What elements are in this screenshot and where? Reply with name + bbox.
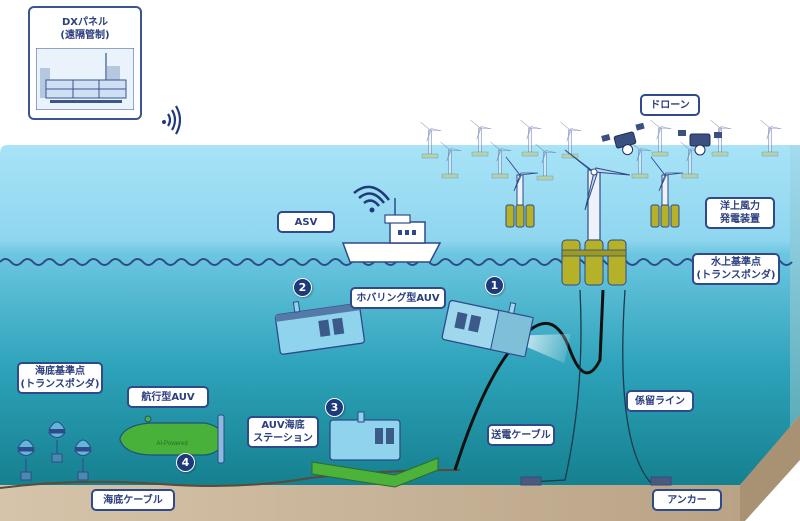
asv-ship: [341, 198, 442, 263]
seabed-side: [740, 415, 800, 521]
background-turbines: [420, 119, 782, 181]
background-turbine: [440, 141, 462, 179]
label-hovering-auv: ホバリング型AUV: [350, 287, 446, 309]
seabed-transponders: [16, 421, 93, 481]
dx-panel-title: DXパネル (遠隔管制): [30, 16, 140, 42]
label-anchor: アンカー: [652, 489, 722, 511]
floating-wind-turbine: [505, 156, 539, 228]
anchor-block: [650, 476, 672, 486]
drone: [678, 130, 722, 156]
anchor-block: [520, 476, 542, 486]
seabed: [0, 485, 740, 521]
seabed-transponder: [73, 439, 93, 481]
background-turbine: [630, 141, 652, 179]
label-seabed-reference: 海底基準点(トランスポンダ): [17, 362, 103, 394]
power-cable: [453, 289, 605, 471]
dx-wifi-icon: [162, 105, 182, 135]
label-power-cable: 送電ケーブル: [487, 424, 555, 446]
hovering-auv-2: [274, 301, 366, 355]
cruising-auv: AI-Powered: [119, 414, 225, 464]
dx-panel-title-line1: DXパネル: [61, 17, 108, 28]
label-asv: ASV: [277, 211, 335, 233]
label-auv-station: AUV海底ステーション: [247, 416, 319, 448]
seabed-transponder: [47, 421, 67, 463]
seabed-cable: [0, 469, 461, 489]
dx-panel-title-line2: (遠隔管制): [60, 30, 110, 41]
label-mooring-line: 係留ライン: [626, 390, 694, 412]
background-turbine: [650, 119, 672, 157]
background-turbine: [470, 119, 492, 157]
background-turbine: [490, 141, 512, 179]
background-turbine: [760, 119, 782, 157]
dx-panel: DXパネル (遠隔管制): [28, 6, 142, 120]
label-seabed-cable: 海底ケーブル: [91, 489, 175, 511]
monitor-wall-icon: [36, 48, 134, 110]
floating-wind-turbine: [650, 156, 684, 228]
drone: [601, 122, 645, 156]
background-turbine: [420, 121, 442, 159]
ai-powered-text: AI-Powered: [156, 441, 187, 447]
label-offshore-wind: 洋上風力発電装置: [705, 197, 775, 229]
label-cruising-auv: 航行型AUV: [127, 386, 209, 408]
marker-3: 3: [325, 398, 344, 417]
auv-seabed-station: [311, 411, 439, 488]
seabed-transponder: [16, 439, 36, 481]
marker-1: 1: [485, 276, 504, 295]
mid-turbines: [505, 156, 684, 228]
background-turbine: [535, 143, 557, 181]
water-side: [740, 145, 800, 485]
marker-4: 4: [176, 453, 195, 472]
marker-2: 2: [293, 278, 312, 297]
main-wind-turbine: [561, 149, 631, 286]
label-drone: ドローン: [640, 94, 700, 116]
mooring-line: [622, 289, 660, 483]
label-surface-reference: 水上基準点(トランスポンダ): [692, 253, 780, 285]
hovering-auv-1: [441, 299, 571, 364]
mooring-line: [529, 289, 582, 483]
asv-wifi-icon: [353, 185, 390, 213]
background-turbine: [520, 119, 542, 157]
